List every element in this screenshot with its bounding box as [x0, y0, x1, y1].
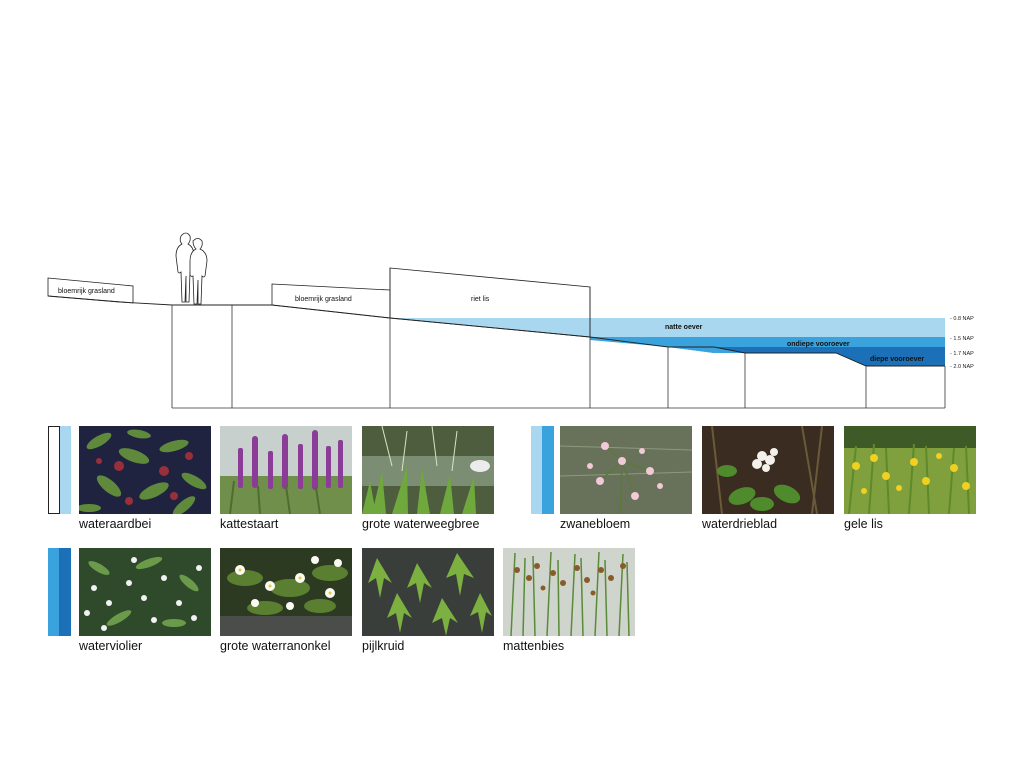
zone-label-grassland-left: bloemrijk grasland [58, 288, 115, 295]
plant-card-waterdrieblad: waterdrieblad [702, 426, 834, 531]
section-dividers [171, 268, 946, 409]
mattenbies-photo [503, 548, 635, 636]
wateraardbei-photo [79, 426, 211, 514]
plant-card-grote-waterweegbree: grote waterweegbree [362, 426, 494, 531]
zone-label-wet-bank: natte oever [665, 324, 703, 331]
zwanebloem-photo [560, 426, 692, 514]
plant-name: grote waterranonkel [220, 639, 331, 653]
plant-card-grote-waterranonkel: grote waterranonkel [220, 548, 352, 653]
grote-waterweegbree-photo [362, 426, 494, 514]
plant-card-waterviolier: waterviolier [79, 548, 211, 653]
plant-card-mattenbies: mattenbies [503, 548, 635, 653]
plant-name: waterviolier [79, 639, 143, 653]
plant-name: kattestaart [220, 517, 279, 531]
plant-name: mattenbies [503, 639, 565, 653]
plant-card-pijlkruid: pijlkruid [362, 548, 494, 653]
grote-waterranonkel-photo [220, 548, 352, 636]
plant-card-gele-lis: gele lis [844, 426, 976, 531]
plant-name: pijlkruid [362, 639, 405, 653]
zone-color-strip-wet [48, 426, 71, 514]
plant-name: gele lis [844, 517, 883, 531]
plant-card-wateraardbei: wateraardbei [79, 426, 211, 531]
level-label: - 1.7 NAP [950, 351, 974, 357]
gele-lis-photo [844, 426, 976, 514]
level-label: - 0.8 NAP [950, 316, 974, 322]
zone-label-reed: riet lis [471, 296, 490, 303]
plant-name: zwanebloem [560, 517, 631, 531]
waterdrieblad-photo [702, 426, 834, 514]
cross-section-diagram: bloemrijk grasland bloemrijk grasland ri… [47, 232, 974, 409]
zone-label-grassland-mid: bloemrijk grasland [295, 296, 352, 303]
grassland-block-left [47, 277, 134, 304]
level-label: - 2.0 NAP [950, 364, 974, 370]
people-silhouette-icon [175, 232, 208, 305]
plant-card-kattestaart: kattestaart [220, 426, 352, 531]
zone-label-shallow-bank: ondiepe vooroever [787, 341, 850, 348]
reed-block [389, 267, 591, 338]
wet-bank-water [390, 318, 945, 337]
waterviolier-photo [79, 548, 211, 636]
deep-bank-water [714, 347, 945, 366]
zone-color-strip-shallow [531, 426, 554, 514]
pijlkruid-photo [362, 548, 494, 636]
kattestaart-photo [220, 426, 352, 514]
plant-name: waterdrieblad [702, 517, 778, 531]
level-label: - 1.5 NAP [950, 336, 974, 342]
zone-label-deep-bank: diepe vooroever [870, 356, 924, 363]
plant-name: wateraardbei [79, 517, 152, 531]
plant-name: grote waterweegbree [362, 517, 480, 531]
plant-card-zwanebloem: zwanebloem [560, 426, 692, 531]
zone-color-strip-deep [48, 548, 71, 636]
